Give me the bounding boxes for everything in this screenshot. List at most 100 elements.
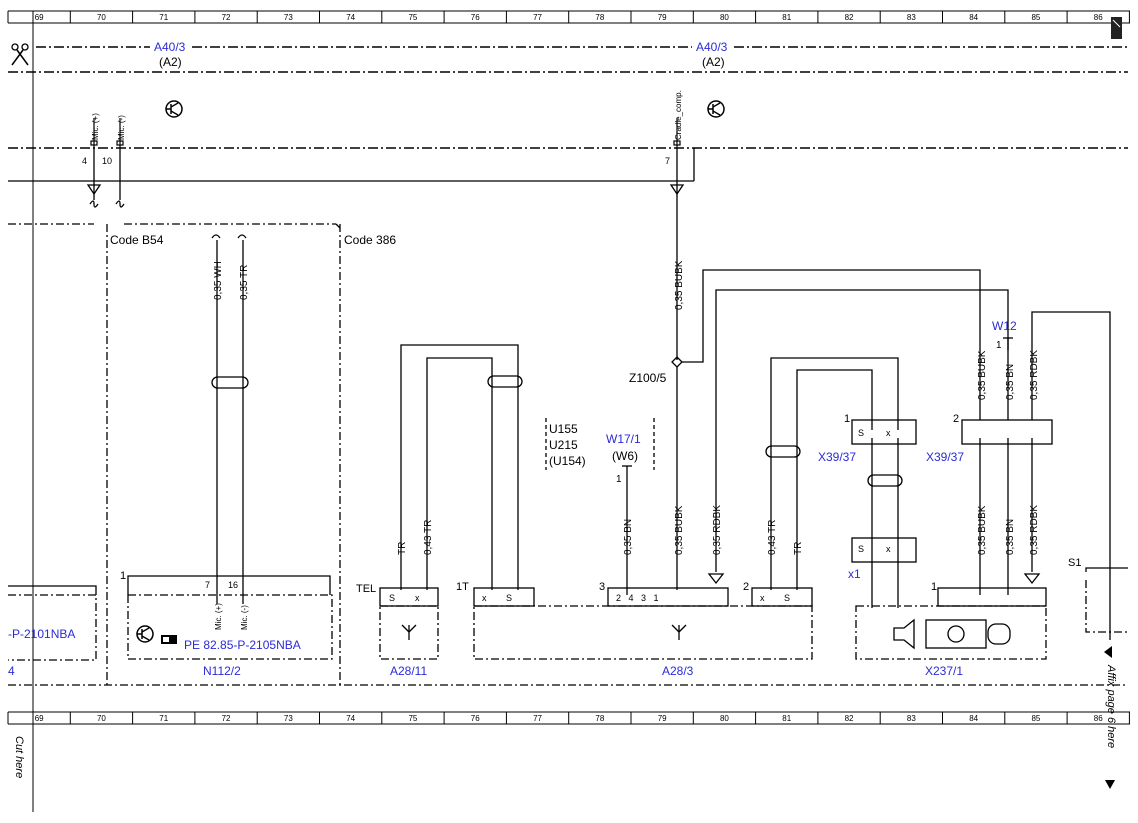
ruler-number: 71: [159, 714, 168, 723]
ruler-number: 79: [658, 714, 667, 723]
wire-label: 0,35 BN: [1005, 364, 1016, 400]
wire-label: 0,35 BN: [623, 519, 634, 555]
ruler-number: 76: [471, 13, 480, 22]
wire-label: 0,35 TR: [239, 265, 250, 300]
n112-pin: 1: [120, 570, 126, 582]
ruler-number: 78: [595, 13, 604, 22]
pe-link[interactable]: PE 82.85-P-2105NBA: [184, 638, 301, 652]
a40-left-label: A40/3: [154, 40, 186, 54]
ruler-number: 69: [35, 714, 44, 723]
a283-module: [473, 587, 813, 660]
a283-pin-row: 2 4 3 1: [616, 593, 659, 603]
ruler-number: 84: [969, 714, 978, 723]
a40-boundary: [8, 46, 1128, 149]
ruler-number: 75: [408, 714, 417, 723]
scissors-icon: [11, 43, 29, 66]
ground-markers: [707, 573, 1041, 585]
wire-label: TR: [793, 542, 804, 555]
cut-here-label: Cut here: [13, 736, 25, 778]
n112-pin-label: Mic. (-): [240, 605, 249, 630]
transistor-icon: [136, 625, 154, 643]
left-partial-module: [8, 585, 97, 661]
pin-label-mic-minus: Mic. (-): [117, 115, 126, 140]
n112-pin-label: Mic. (+): [214, 603, 223, 630]
transistor-icon: [707, 100, 725, 118]
x39-pin: 2: [953, 413, 959, 425]
ruler-number: 81: [782, 714, 791, 723]
left-four: 4: [8, 664, 15, 678]
top-pins: [90, 118, 681, 148]
wire-label: 0,35 BUBK: [977, 350, 988, 400]
pe-link-left[interactable]: -P-2101NBA: [8, 627, 75, 641]
n112-module: [127, 575, 333, 660]
x1-label: x1: [848, 567, 861, 581]
transistor-icon: [165, 100, 183, 118]
ruler-number: 71: [159, 13, 168, 22]
wire-label: 0,35 BUBK: [674, 260, 685, 310]
pointing-hand-icon[interactable]: [161, 635, 177, 644]
wire-label: TR: [397, 542, 408, 555]
ruler-number: 79: [658, 13, 667, 22]
x39-pin: 1: [844, 413, 850, 425]
u154-label: (U154): [549, 454, 586, 468]
ruler-number: 80: [720, 13, 729, 22]
pin-label-mic-plus: Mic. (+): [91, 113, 100, 140]
pin-number-10: 10: [102, 156, 112, 166]
a2811-module: [379, 587, 439, 660]
n112-pin-7: 7: [205, 580, 210, 590]
x39-connector-b: [961, 419, 1053, 445]
wire-label: 0,35 RDBK: [1029, 350, 1040, 400]
a40-right-sub: (A2): [702, 55, 725, 69]
x39-label-b: X39/37: [926, 450, 964, 464]
x39-label-a: X39/37: [818, 450, 856, 464]
ruler-number: 80: [720, 714, 729, 723]
code-boundary: [8, 223, 1128, 686]
ruler-number: 73: [284, 13, 293, 22]
x2371-module: [855, 587, 1047, 660]
w12-pin: 1: [996, 340, 1002, 351]
pin-label: S: [784, 593, 790, 603]
wire-label: 0,35 BUBK: [674, 505, 685, 555]
pin-label: x: [760, 593, 765, 603]
s1-label: S1: [1068, 557, 1081, 569]
arrow-left-icon: [1104, 646, 1112, 658]
x1-connector: [851, 537, 917, 563]
ruler-number: 84: [969, 13, 978, 22]
n112-label: N112/2: [203, 664, 241, 678]
shield-wires: [8, 148, 695, 360]
w17-pin: 1: [616, 474, 622, 485]
pin-label: x: [415, 593, 420, 603]
ruler-number: 69: [35, 13, 44, 22]
ruler-number: 82: [845, 714, 854, 723]
ruler-number: 81: [782, 13, 791, 22]
code-b54-label: Code B54: [110, 233, 164, 247]
a283-label: A28/3: [662, 664, 694, 678]
wire-label: 0,35 BUBK: [977, 505, 988, 555]
ruler-number: 86: [1094, 714, 1103, 723]
wire-label: 0,35 RDBK: [712, 505, 723, 555]
ruler-number: 76: [471, 714, 480, 723]
x2371-label: X237/1: [925, 664, 963, 678]
tel-label: TEL: [356, 583, 376, 595]
wire-label: 0,35 WH: [213, 261, 224, 300]
affix-label: Affix page 6 here: [1105, 664, 1117, 748]
pin-label: S: [506, 593, 512, 603]
pin-label: S: [858, 428, 864, 438]
pin-number-7: 7: [665, 156, 670, 166]
w6-label: (W6): [612, 449, 638, 463]
n112-pin-16: 16: [228, 580, 238, 590]
z100-label: Z100/5: [629, 371, 667, 385]
ruler-number: 73: [284, 714, 293, 723]
a283-pin-2: 2: [743, 581, 749, 593]
wire-label: 0,43 TR: [423, 520, 434, 555]
mic-wires: [211, 234, 249, 590]
x39-connector-a: [851, 419, 917, 445]
pin-label: x: [482, 593, 487, 603]
tel-wires: [400, 344, 1033, 608]
ruler-number: 72: [222, 714, 231, 723]
ruler-number: 82: [845, 13, 854, 22]
x2371-pin: 1: [931, 581, 937, 593]
s1-partial: [1085, 567, 1128, 633]
